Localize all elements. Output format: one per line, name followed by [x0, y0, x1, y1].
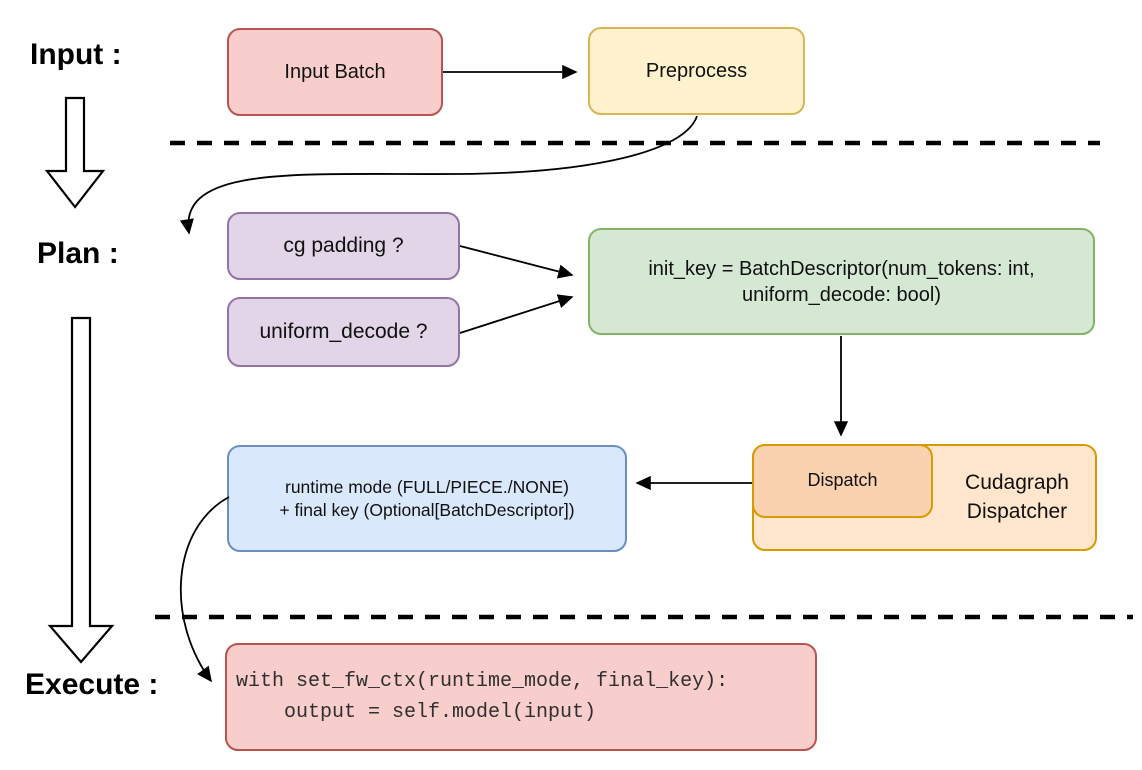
node-cg-padding-label: cg padding ? [283, 234, 404, 258]
node-cudagraph-dispatcher-label: Cudagraph Dispatcher [965, 471, 1069, 523]
node-runtime-mode: runtime mode (FULL/PIECE./NONE) + final … [227, 445, 627, 552]
node-uniform-decode: uniform_decode ? [227, 297, 460, 367]
node-preprocess-label: Preprocess [645, 60, 748, 82]
node-runtime-mode-label: runtime mode (FULL/PIECE./NONE) + final … [279, 476, 575, 520]
node-init-key-label: init_key = BatchDescriptor(num_tokens: i… [648, 257, 1035, 306]
node-dispatch: Dispatch [752, 444, 933, 518]
connector-cgpadding-to-initkey [459, 245, 574, 279]
hollow-arrow-plan-to-execute [47, 316, 115, 664]
node-execute-code-text: with set_fw_ctx(runtime_mode, final_key)… [236, 670, 729, 724]
node-init-key: init_key = BatchDescriptor(num_tokens: i… [588, 228, 1095, 335]
node-dispatch-label: Dispatch [807, 470, 878, 491]
node-preprocess: Preprocess [588, 27, 805, 115]
node-execute-code: with set_fw_ctx(runtime_mode, final_key)… [225, 643, 817, 751]
stage-label-execute: Execute : [25, 668, 159, 701]
hollow-arrow-input-to-plan [44, 96, 106, 209]
connector-uniformdecode-to-initkey [459, 294, 574, 334]
node-input-batch: Input Batch [227, 28, 443, 116]
stage-label-input: Input : [30, 38, 122, 71]
stage-label-plan: Plan : [37, 237, 119, 270]
node-cg-padding: cg padding ? [227, 212, 460, 280]
connector-runtime-to-executecode [179, 496, 230, 683]
node-input-batch-label: Input Batch [284, 61, 386, 83]
node-uniform-decode-label: uniform_decode ? [259, 320, 428, 344]
